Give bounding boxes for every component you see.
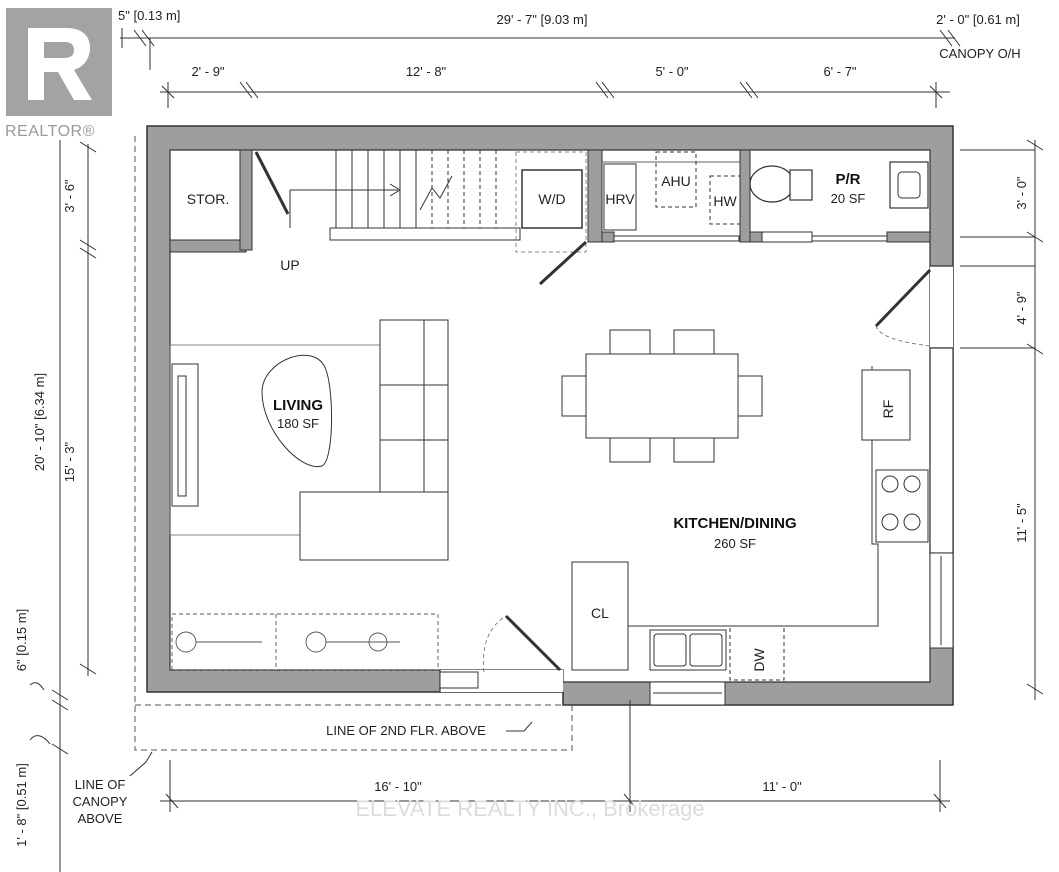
dimension-lines <box>29 28 1044 872</box>
wd-label: W/D <box>538 191 565 207</box>
interior-walls <box>169 149 931 253</box>
dim-left-lower: 15' - 3" <box>62 441 77 482</box>
dim-left-bottom: 1' - 8" [0.51 m] <box>14 763 29 847</box>
realtor-logo: REALTOR® <box>5 8 112 140</box>
dim-left-total: 20' - 10" [6.34 m] <box>32 373 47 471</box>
powder-room: P/R 20 SF <box>749 161 932 347</box>
kitchen-counter <box>571 366 929 681</box>
dim-left-upper: 3' - 6" <box>62 179 77 212</box>
dim-canopy-oh: CANOPY O/H <box>939 46 1020 61</box>
dim-top-right-canopy: 2' - 0" [0.61 m] <box>936 12 1020 27</box>
dim-right-mid: 4' - 9" <box>1014 291 1029 324</box>
dim-top-total: 29' - 7" [9.03 m] <box>497 12 588 27</box>
dim-right-top: 3' - 0" <box>1014 176 1029 209</box>
hw-label: HW <box>713 193 737 209</box>
realtor-wordmark: REALTOR® <box>5 123 95 140</box>
brokerage-watermark: ELEVATE REALTY INC., Brokerage <box>355 796 704 821</box>
dim-seg4: 6' - 7" <box>823 64 856 79</box>
dim-left-small: 6" [0.15 m] <box>14 609 29 671</box>
canopy-note-2: CANOPY <box>73 794 128 809</box>
fridge-label: RF <box>880 400 896 419</box>
canopy-note-1: LINE OF <box>75 777 126 792</box>
bike-storage <box>171 613 439 671</box>
pr-label: P/R <box>835 171 860 188</box>
stair-up-label: UP <box>280 257 299 273</box>
living-furniture <box>169 319 449 561</box>
dim-right-lower: 11' - 5" <box>1014 503 1029 543</box>
living-area: 180 SF <box>277 416 319 431</box>
living-label: LIVING <box>273 397 323 414</box>
mechanical-room: HRV AHU HW <box>602 151 741 231</box>
kitchen-area: 260 SF <box>714 536 756 551</box>
dishwasher-label: DW <box>751 648 767 672</box>
second-floor-line <box>134 136 573 751</box>
kitchen-label: KITCHEN/DINING <box>673 515 796 532</box>
second-floor-note: LINE OF 2ND FLR. ABOVE <box>326 723 486 738</box>
washer-dryer: W/D <box>515 151 588 286</box>
closet-label: CL <box>591 605 609 621</box>
dim-seg3: 5' - 0" <box>655 64 688 79</box>
dim-seg2: 12' - 8" <box>406 64 447 79</box>
dim-bottom-right: 11' - 0" <box>762 779 802 794</box>
ahu-label: AHU <box>661 173 691 189</box>
canopy-note-3: ABOVE <box>78 811 123 826</box>
pr-area: 20 SF <box>831 191 866 206</box>
stair <box>251 150 497 228</box>
entry-door <box>504 614 562 672</box>
dim-bottom-left: 16' - 10" <box>374 779 422 794</box>
dim-seg1: 2' - 9" <box>191 64 224 79</box>
hrv-label: HRV <box>605 191 635 207</box>
storage-label: STOR. <box>187 191 230 207</box>
dining-table <box>561 329 763 463</box>
dim-top-left-small: 5" [0.13 m] <box>118 8 180 23</box>
